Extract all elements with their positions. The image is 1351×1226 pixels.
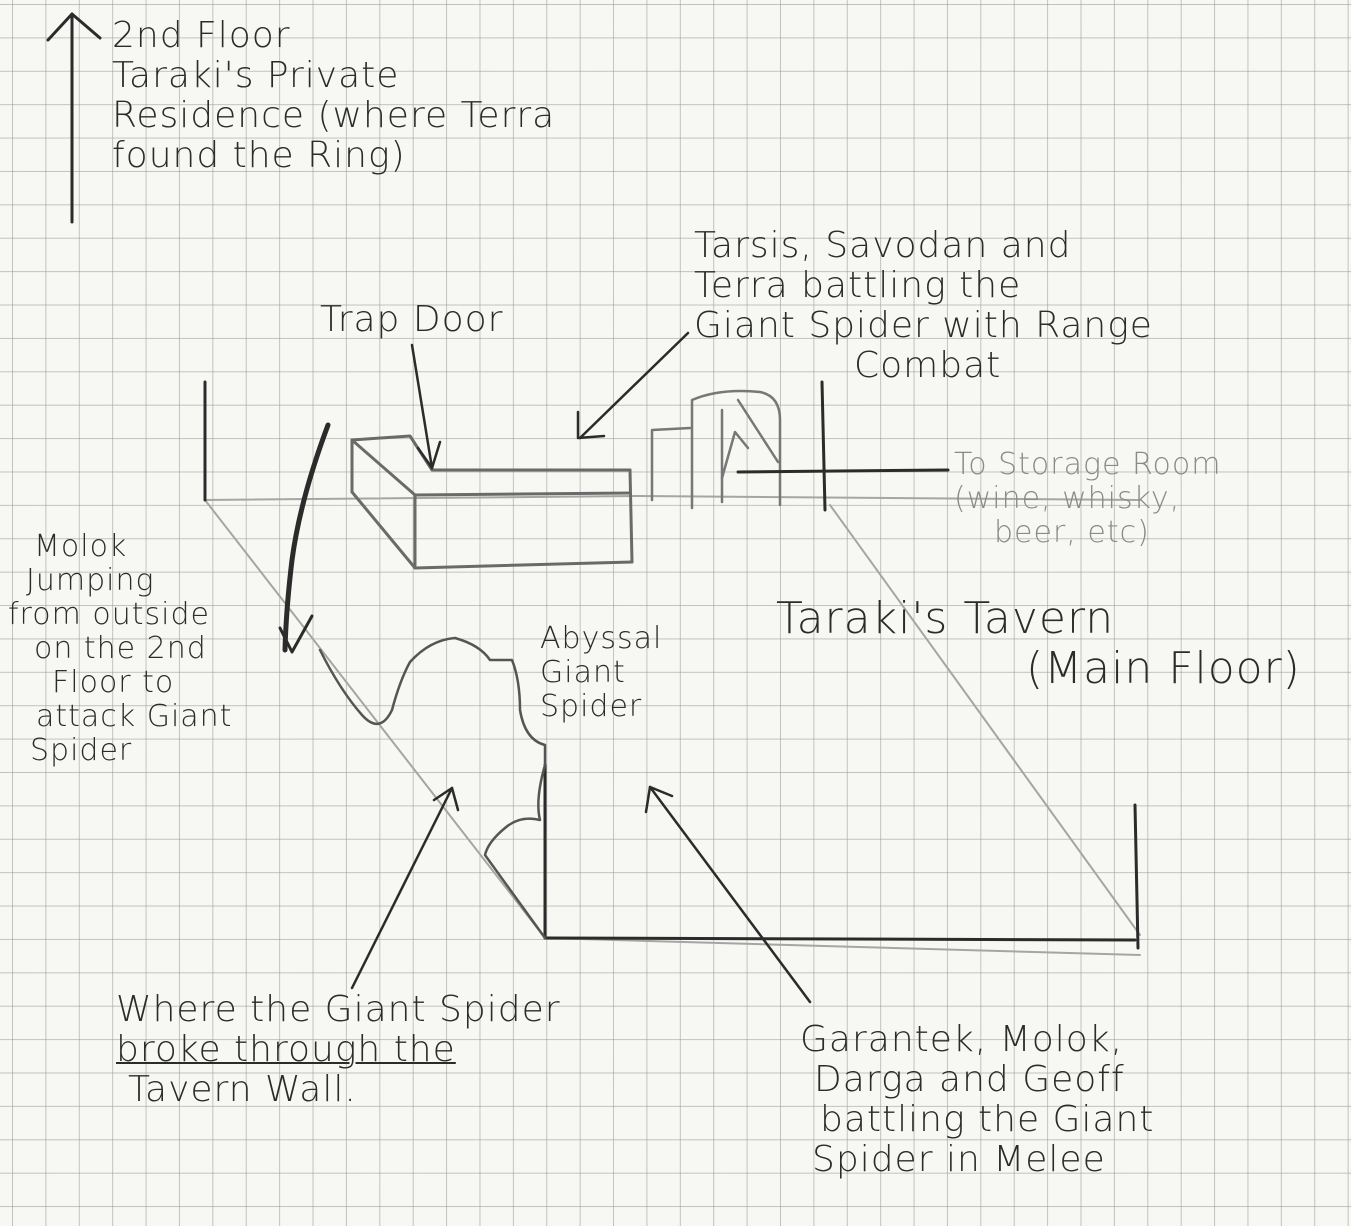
annotation-arrows xyxy=(350,331,812,1004)
storage-doorway xyxy=(650,380,950,512)
ranged-party-label: Tarsis, Savodan and Terra battling the G… xyxy=(694,225,1153,386)
second-floor-label: 2nd Floor Taraki's Private Residence (wh… xyxy=(112,15,556,176)
storage-room-label: To Storage Room (wine, whisky, beer, etc… xyxy=(954,447,1222,550)
room-outline xyxy=(204,495,1141,956)
up-arrow-icon xyxy=(46,12,102,224)
spider-label: Abyssal Giant Spider xyxy=(540,621,663,724)
spider-silhouette xyxy=(318,636,547,940)
tavern-walls xyxy=(203,380,1140,950)
melee-party-label: Garantek, Molok, Darga and Geoff battlin… xyxy=(800,1019,1155,1180)
tavern-label: Taraki's Tavern (Main Floor) xyxy=(776,593,1301,694)
molok-label: Molok Jumping from outside on the 2nd Fl… xyxy=(8,529,233,768)
wall-breach-label: Where the Giant Spider broke through the… xyxy=(116,989,561,1110)
trap-door-label: Trap Door xyxy=(320,299,504,340)
molok-jump-arc xyxy=(282,422,331,653)
molok-arrow-head-icon xyxy=(278,614,314,654)
trap-door-box xyxy=(350,434,634,570)
